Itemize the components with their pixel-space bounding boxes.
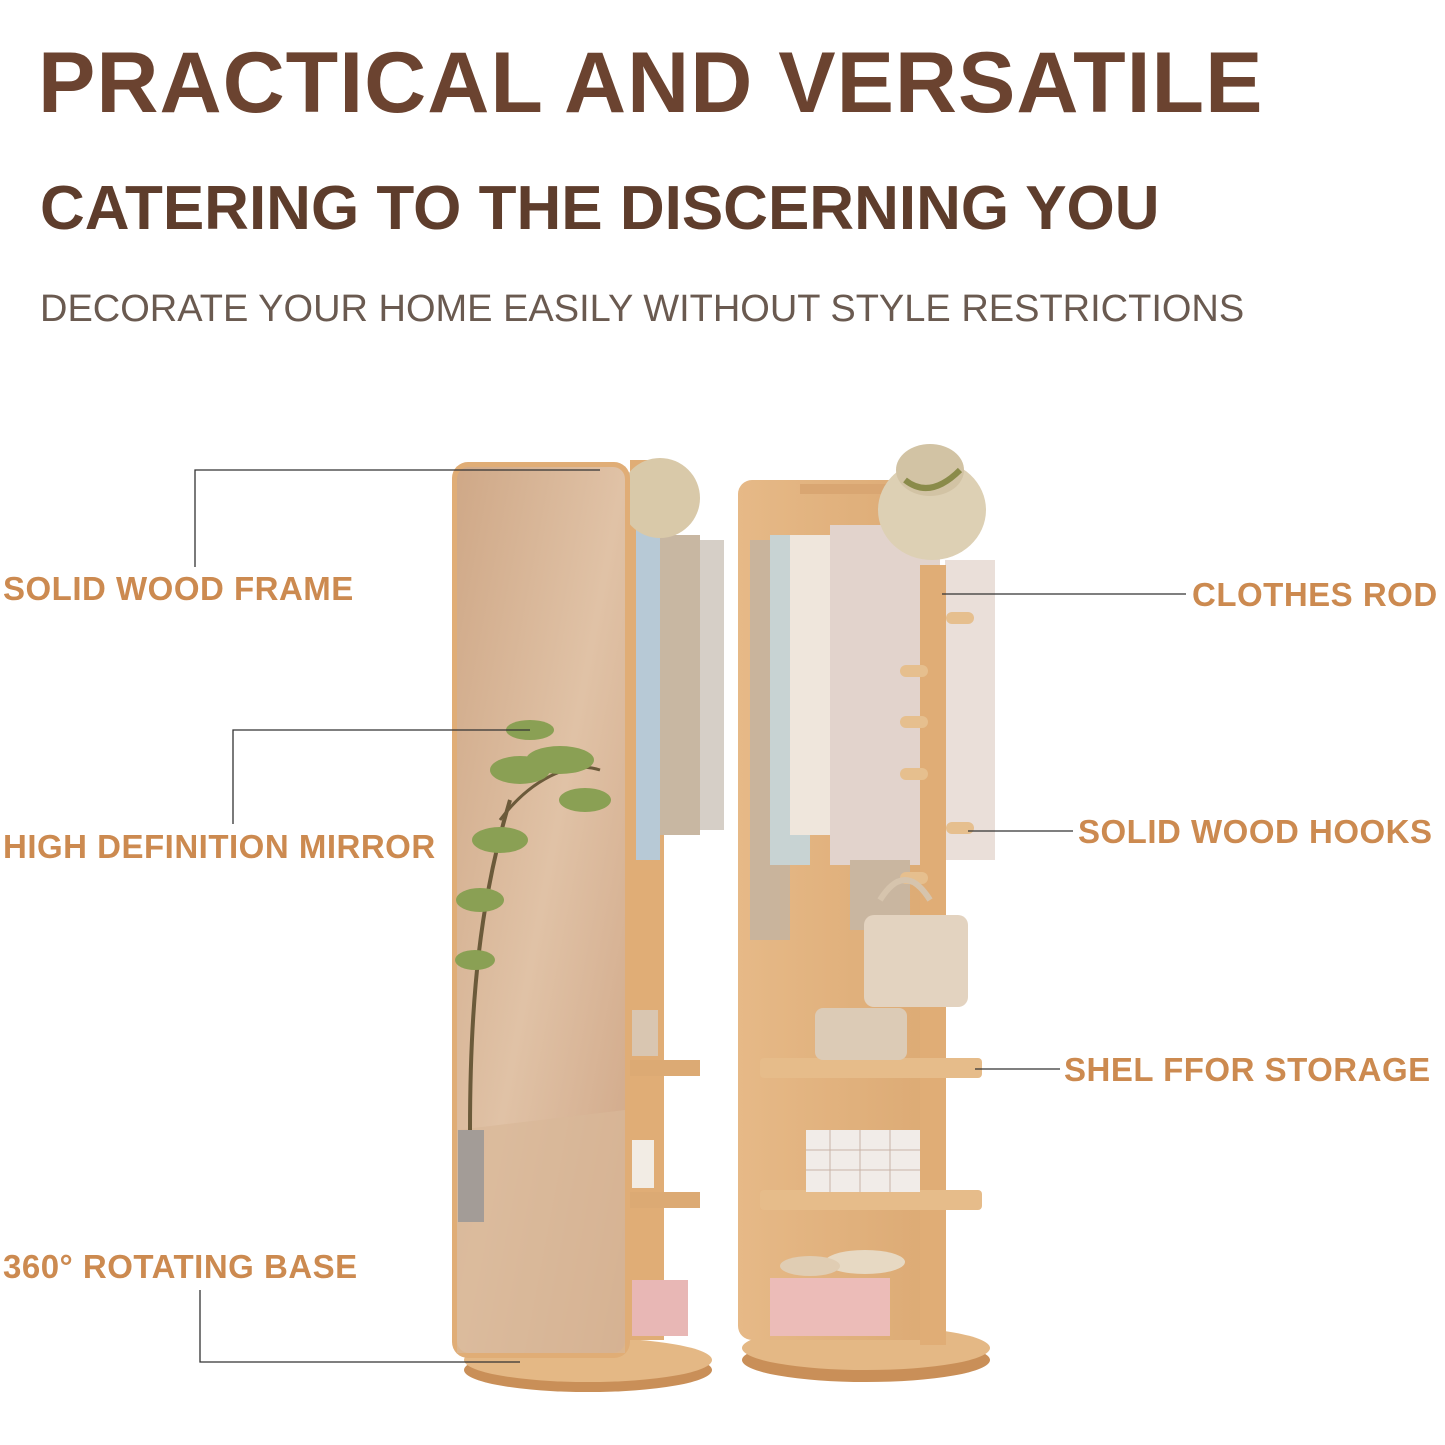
mirror: [452, 462, 630, 1358]
right-hat: [878, 444, 986, 560]
subheadline: CATERING TO THE DISCERNING YOU: [40, 174, 1160, 243]
headline: PRACTICAL AND VERSATILE: [38, 35, 1264, 131]
left-clothes: [636, 530, 724, 860]
right-clothes: [750, 525, 995, 940]
left-hat: [620, 458, 700, 538]
callout-rotating-base: 360° ROTATING BASE: [3, 1248, 358, 1285]
callout-high-definition-mirror: HIGH DEFINITION MIRROR: [3, 828, 436, 865]
leader-lines: [194, 469, 1186, 1363]
tagline: DECORATE YOUR HOME EASILY WITHOUT STYLE …: [40, 288, 1245, 330]
clothes-rod: [800, 484, 920, 494]
callout-clothes-rod: CLOTHES ROD: [1192, 576, 1438, 613]
callout-solid-wood-frame: SOLID WOOD FRAME: [3, 570, 354, 607]
callout-solid-wood-hooks: SOLID WOOD HOOKS: [1078, 813, 1433, 850]
handbag: [864, 877, 968, 1007]
right-shelves: [760, 1008, 982, 1336]
callout-shelf-for-storage: SHEL FFOR STORAGE: [1064, 1051, 1431, 1088]
